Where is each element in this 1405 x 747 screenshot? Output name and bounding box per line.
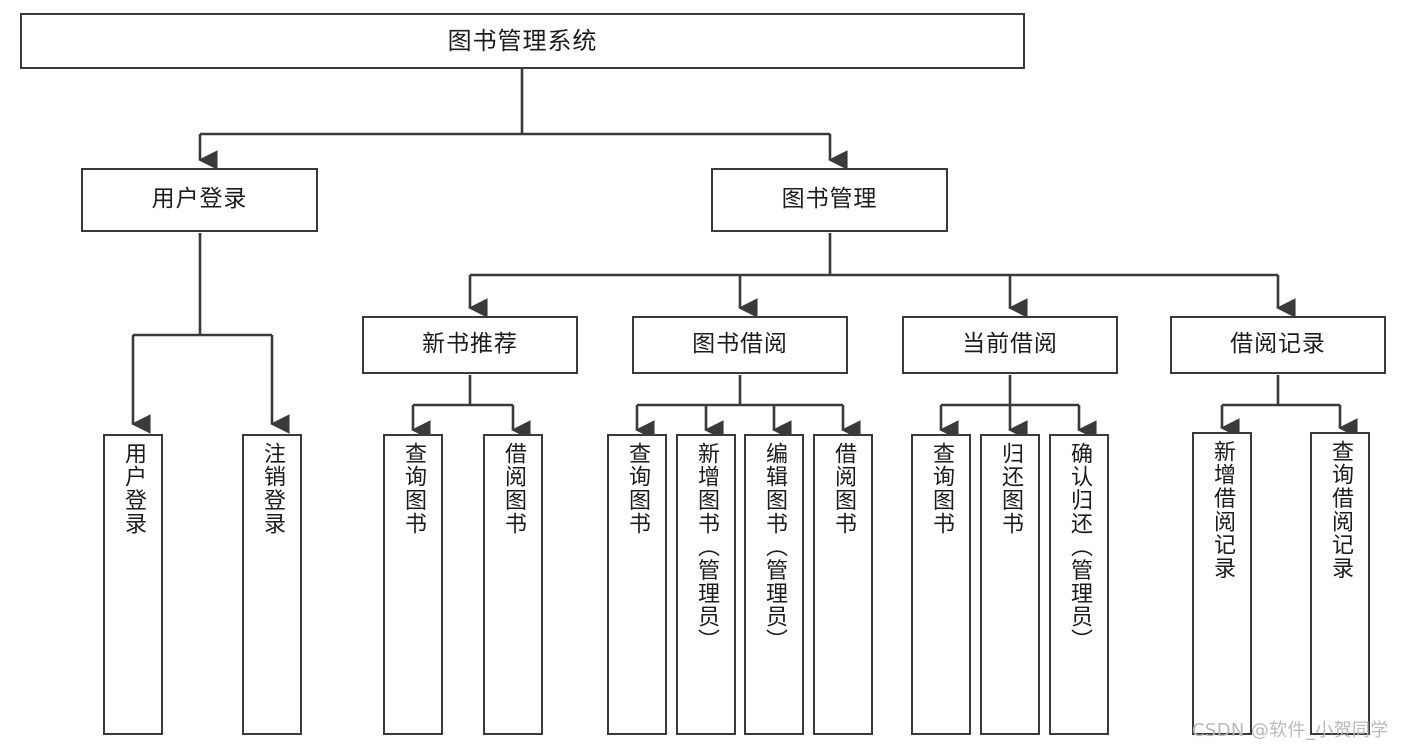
node-root-book-management-system[interactable]: 图书管理系统 bbox=[20, 13, 1025, 69]
leaf-user-login-login[interactable]: 用户登录 bbox=[103, 434, 163, 735]
node-label: 查询图书 bbox=[400, 442, 426, 536]
node-label: 用户登录 bbox=[151, 186, 248, 213]
node-label: 新书推荐 bbox=[422, 331, 518, 358]
node-label: 归还图书 bbox=[997, 442, 1023, 536]
node-new-book-recommend[interactable]: 新书推荐 bbox=[362, 316, 578, 374]
node-user-login[interactable]: 用户登录 bbox=[81, 168, 318, 232]
csdn-watermark: CSDN @软件_小贺同学 bbox=[1192, 720, 1389, 741]
leaf-borrow-record-add-record[interactable]: 新增借阅记录 bbox=[1192, 432, 1252, 735]
node-label: 查询借阅记录 bbox=[1327, 440, 1353, 580]
leaf-borrow-record-query-record[interactable]: 查询借阅记录 bbox=[1310, 432, 1370, 735]
node-label: 注销登录 bbox=[259, 442, 285, 536]
leaf-user-login-logout[interactable]: 注销登录 bbox=[242, 434, 302, 735]
leaf-new-book-borrow-books[interactable]: 借阅图书 bbox=[483, 434, 543, 735]
node-label: 借阅记录 bbox=[1230, 331, 1326, 358]
node-label: 当前借阅 bbox=[962, 331, 1058, 358]
node-label: 确认归还（管理员） bbox=[1066, 442, 1092, 652]
node-label: 编辑图书（管理员） bbox=[761, 442, 787, 652]
leaf-book-borrow-add-book-admin[interactable]: 新增图书（管理员） bbox=[676, 434, 736, 735]
leaf-current-borrow-return-books[interactable]: 归还图书 bbox=[980, 434, 1040, 735]
node-label: 查询图书 bbox=[928, 442, 954, 536]
leaf-current-borrow-query-books[interactable]: 查询图书 bbox=[911, 434, 971, 735]
node-label: 用户登录 bbox=[120, 442, 146, 536]
node-current-borrow[interactable]: 当前借阅 bbox=[902, 316, 1118, 374]
node-label: 新增借阅记录 bbox=[1209, 440, 1235, 580]
leaf-current-borrow-confirm-return-admin[interactable]: 确认归还（管理员） bbox=[1049, 434, 1109, 735]
node-label: 借阅图书 bbox=[500, 442, 526, 536]
node-label: 借阅图书 bbox=[830, 442, 856, 536]
leaf-book-borrow-edit-book-admin[interactable]: 编辑图书（管理员） bbox=[744, 434, 804, 735]
node-label: 查询图书 bbox=[624, 442, 650, 536]
node-label: 新增图书（管理员） bbox=[693, 442, 719, 652]
node-label: 图书管理 bbox=[781, 186, 878, 213]
leaf-new-book-query-books[interactable]: 查询图书 bbox=[383, 434, 443, 735]
node-book-management[interactable]: 图书管理 bbox=[711, 168, 948, 232]
leaf-book-borrow-query-books[interactable]: 查询图书 bbox=[607, 434, 667, 735]
leaf-book-borrow-borrow-books[interactable]: 借阅图书 bbox=[813, 434, 873, 735]
node-book-borrow[interactable]: 图书借阅 bbox=[632, 316, 848, 374]
node-label: 图书管理系统 bbox=[447, 26, 598, 55]
node-label: 图书借阅 bbox=[692, 331, 788, 358]
node-borrow-record[interactable]: 借阅记录 bbox=[1170, 316, 1386, 374]
